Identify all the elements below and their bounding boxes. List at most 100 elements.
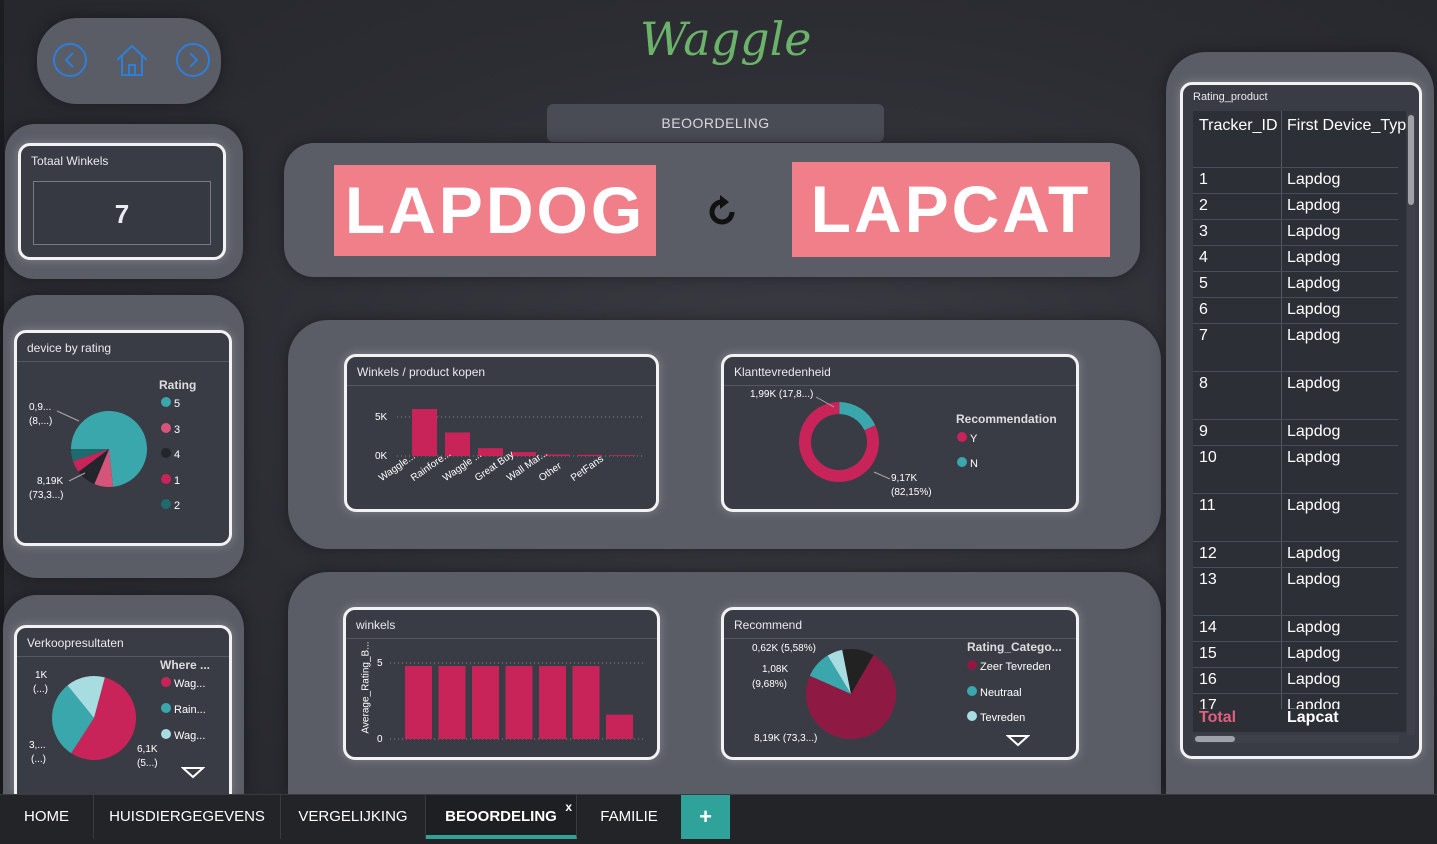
winkels-product-card: Winkels / product kopen 5K 0K Waggle...R… [344,354,659,512]
legend-item[interactable]: Rain... [161,703,206,729]
legend-item[interactable]: Y [957,432,978,457]
legend-item[interactable]: Neutraal [967,685,1051,712]
lapcat-banner[interactable]: LAPCAT [792,162,1110,257]
pie-slice[interactable] [78,449,109,485]
card-header [17,628,229,657]
legend-item[interactable]: Wag... [161,677,206,703]
tracker-id-cell: 13 [1199,571,1217,588]
bar[interactable] [577,454,602,456]
legend-item[interactable]: 4 [161,448,180,474]
bar[interactable] [539,666,566,739]
scrollbar-thumb[interactable] [1195,736,1235,742]
swap-button[interactable] [700,190,744,234]
pie-slice[interactable] [71,411,147,487]
legend-item[interactable]: 3 [161,422,180,449]
pie-label: (...) [33,684,48,695]
pie-slice[interactable] [71,449,109,462]
legend-item[interactable]: Tevreden [967,711,1051,737]
scroll-down-icon[interactable] [181,766,205,780]
pie-label: 1,08K [762,664,789,675]
lapdog-banner[interactable]: LAPDOG [334,165,656,256]
legend-item[interactable]: 5 [161,397,180,423]
tab-familie[interactable]: FAMILIE [600,808,658,825]
pie-slice[interactable] [799,402,879,482]
vertical-scrollbar[interactable] [1407,113,1415,735]
pie-slice[interactable] [839,402,876,431]
bar[interactable] [478,448,503,456]
legend-item[interactable]: 1 [161,473,180,500]
winkels-title: winkels [356,618,396,632]
legend-item[interactable]: Zeer Tevreden [967,660,1051,686]
bar[interactable] [445,432,470,457]
y-tick: 0 [377,734,383,745]
bar[interactable] [505,666,533,739]
legend-item[interactable]: Wag... [161,729,206,755]
pie-slice[interactable] [827,649,851,694]
bar[interactable] [511,452,536,456]
tracker-id-cell: 12 [1199,545,1217,562]
bar[interactable] [472,666,499,739]
table-row[interactable]: 13 Lapdog [1193,567,1398,616]
column-header-device-type[interactable]: First Device_Typ [1287,117,1406,134]
device-type-cell: Lapdog [1287,645,1341,662]
device-type-cell: Lapdog [1287,571,1341,588]
column-header-tracker-id[interactable]: Tracker_ID [1199,117,1278,134]
bar[interactable] [412,409,437,456]
tab-home[interactable]: HOME [0,795,94,839]
pie-slice[interactable] [73,449,109,472]
device-type-cell: Lapdog [1287,497,1341,514]
home-button[interactable] [112,40,152,80]
scroll-down-icon[interactable] [1006,734,1030,748]
tab-vergelijking[interactable]: VERGELIJKING [281,795,426,839]
pie-slice[interactable] [67,676,105,718]
legend-title: Where ... [160,658,211,672]
tab-beoordeling[interactable]: BEOORDELING x [426,795,577,839]
device-type-cell: Lapdog [1287,449,1341,466]
pie-slice[interactable] [842,649,874,694]
klanttevredenheid-title: Klanttevredenheid [734,365,831,379]
pie-label: 0,9... [29,402,52,413]
close-tab-icon[interactable]: x [565,800,572,814]
add-tab-button[interactable]: + [681,795,730,839]
back-button[interactable] [53,43,87,77]
pie-label: (5...) [137,758,158,769]
bar[interactable] [610,455,635,456]
recommend-pie [806,649,896,739]
horizontal-scrollbar[interactable] [1193,735,1399,743]
pie-slice[interactable] [806,655,896,739]
bar[interactable] [438,666,466,739]
bar[interactable] [606,714,633,739]
legend-item[interactable]: N [957,457,978,482]
bar[interactable] [544,454,569,456]
legend-item[interactable]: 2 [161,499,180,525]
tab-huisdiergegevens[interactable]: HUISDIERGEGEVENS [94,795,281,839]
pie-slice[interactable] [71,677,136,760]
bar[interactable] [405,666,432,739]
pie-slice[interactable] [51,685,94,754]
pie-slice[interactable] [809,655,851,694]
bar[interactable] [572,666,600,739]
y-tick: 0K [375,451,388,462]
pie-slice[interactable] [94,449,114,487]
page-title: BEOORDELING [547,104,884,142]
tracker-id-cell: 7 [1199,327,1208,344]
pie-label: 8,19K (73,3...) [754,733,818,744]
forward-button[interactable] [176,43,210,77]
scrollbar-thumb[interactable] [1408,115,1414,205]
pie-slices [806,649,896,739]
